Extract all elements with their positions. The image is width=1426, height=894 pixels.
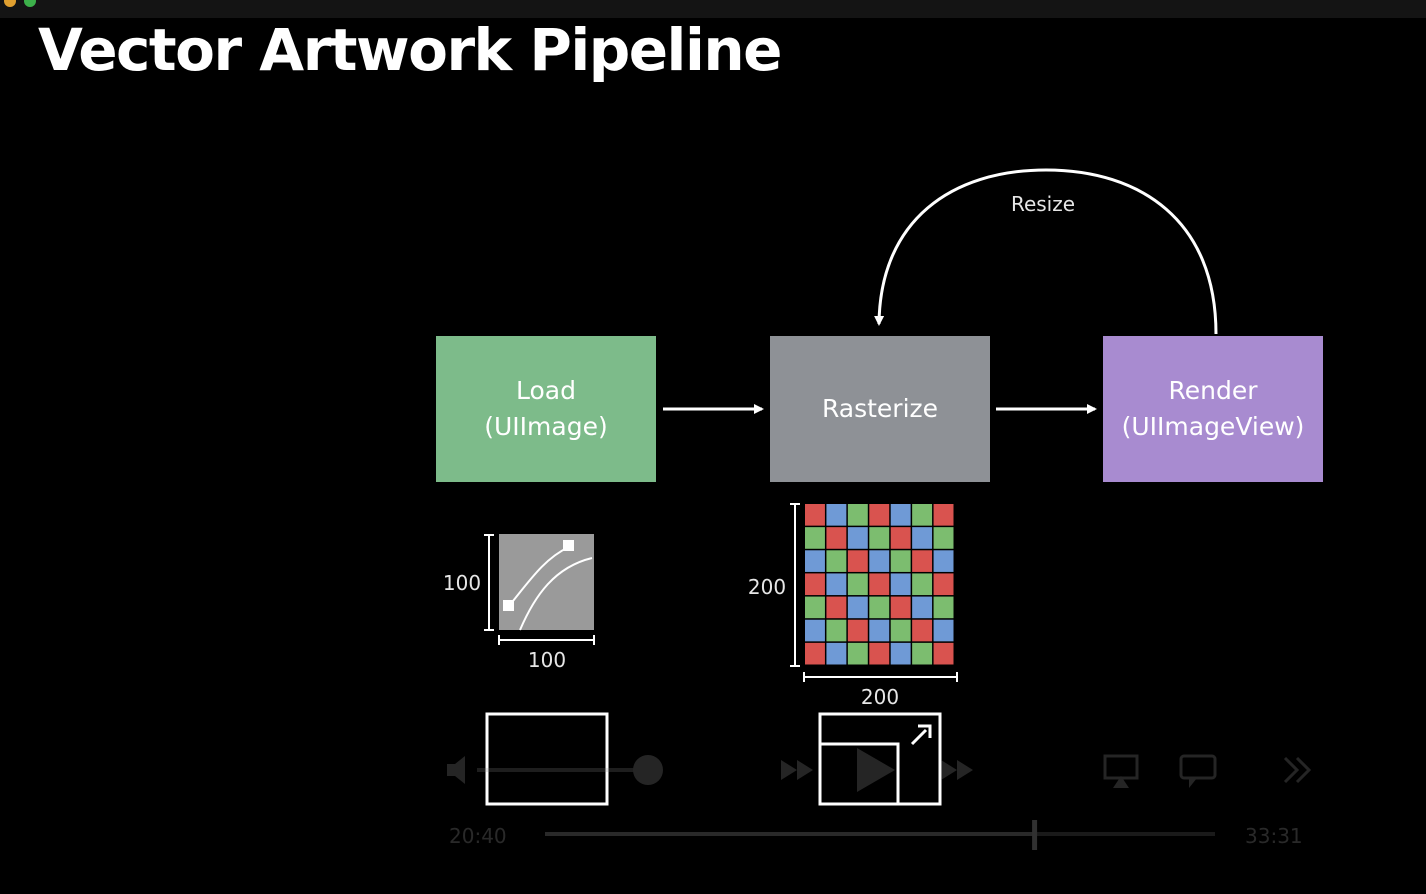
raster-pixel xyxy=(826,504,847,526)
raster-pixel xyxy=(890,527,911,549)
raster-pixel xyxy=(912,550,933,572)
raster-pixel xyxy=(847,573,868,596)
fast-forward-icon[interactable] xyxy=(941,760,973,780)
raster-pixel xyxy=(826,596,847,619)
raster-height-label: 200 xyxy=(748,575,786,599)
raster-pixel xyxy=(869,596,890,619)
vector-width-dimension xyxy=(498,635,595,645)
raster-pixel xyxy=(933,504,954,526)
load-step-label: Load xyxy=(516,376,576,405)
raster-pixel xyxy=(826,550,847,572)
vector-height-dimension xyxy=(484,534,494,631)
resized-frame-icon xyxy=(818,712,942,806)
raster-pixel xyxy=(805,619,825,642)
window-title-bar xyxy=(0,0,1426,18)
raster-pixel xyxy=(890,642,911,665)
raster-pixel xyxy=(869,573,890,596)
raster-width-dimension xyxy=(803,672,958,682)
vector-artwork-thumbnail xyxy=(499,534,594,631)
resize-loop-arrow xyxy=(874,168,1218,335)
raster-pixel xyxy=(890,573,911,596)
raster-pixel xyxy=(869,504,890,526)
raster-width-label: 200 xyxy=(861,685,899,709)
raster-pixel xyxy=(805,642,825,665)
zoom-window-button[interactable] xyxy=(24,0,36,7)
load-step-box: Load (UIImage) xyxy=(436,336,656,482)
volume-slider-knob[interactable] xyxy=(633,755,663,785)
static-frame-icon xyxy=(485,712,609,806)
raster-pixel xyxy=(826,573,847,596)
rewind-icon[interactable] xyxy=(781,760,813,780)
vector-width-label: 100 xyxy=(528,648,566,672)
remaining-time: 33:31 xyxy=(1245,824,1303,848)
raster-pixel xyxy=(805,573,825,596)
raster-pixel xyxy=(933,642,954,665)
raster-pixel xyxy=(847,550,868,572)
raster-pixel xyxy=(912,504,933,526)
scrubber-progress xyxy=(545,832,1035,836)
raster-pixel xyxy=(805,504,825,526)
raster-pixel xyxy=(912,596,933,619)
raster-pixel xyxy=(847,504,868,526)
raster-pixel xyxy=(890,504,911,526)
raster-pixel xyxy=(933,619,954,642)
raster-pixel xyxy=(805,527,825,549)
raster-pixel xyxy=(912,573,933,596)
airplay-icon[interactable] xyxy=(1103,754,1139,788)
scrubber-track[interactable] xyxy=(545,832,1215,836)
raster-pixel xyxy=(847,527,868,549)
render-step-sublabel: (UIImageView) xyxy=(1121,412,1305,441)
raster-pixel xyxy=(933,527,954,549)
raster-height-dimension xyxy=(790,503,800,667)
raster-pixel xyxy=(826,642,847,665)
raster-pixel xyxy=(890,550,911,572)
raster-pixel xyxy=(912,527,933,549)
raster-pixel xyxy=(933,550,954,572)
raster-pixel xyxy=(933,596,954,619)
raster-pixel xyxy=(805,596,825,619)
raster-pixel xyxy=(912,642,933,665)
raster-pixel xyxy=(869,642,890,665)
render-step-box: Render (UIImageView) xyxy=(1103,336,1323,482)
rasterize-step-box: Rasterize xyxy=(770,336,990,482)
raster-pixel xyxy=(933,573,954,596)
raster-pixel xyxy=(869,550,890,572)
raster-pixel xyxy=(847,642,868,665)
raster-pixel xyxy=(826,527,847,549)
fullscreen-icon[interactable] xyxy=(1283,756,1312,784)
raster-pixel xyxy=(805,550,825,572)
resize-label: Resize xyxy=(1011,192,1075,216)
render-step-label: Render xyxy=(1168,376,1258,405)
raster-pixel xyxy=(890,596,911,619)
elapsed-time: 20:40 xyxy=(449,824,507,848)
raster-pixel xyxy=(869,527,890,549)
slide-title: Vector Artwork Pipeline xyxy=(38,16,782,84)
volume-icon[interactable] xyxy=(447,756,465,784)
scrubber-playhead[interactable] xyxy=(1032,820,1038,850)
raster-pixel xyxy=(826,619,847,642)
video-player-controls[interactable]: 20:40 33:31 xyxy=(425,730,1335,860)
raster-pixel-grid xyxy=(805,504,954,665)
volume-slider-track[interactable] xyxy=(477,768,647,772)
load-step-sublabel: (UIImage) xyxy=(484,412,608,441)
minimize-window-button[interactable] xyxy=(4,0,16,7)
raster-pixel xyxy=(847,619,868,642)
raster-pixel xyxy=(912,619,933,642)
rasterize-step-label: Rasterize xyxy=(821,394,939,423)
raster-pixel xyxy=(869,619,890,642)
vector-height-label: 100 xyxy=(443,571,481,595)
raster-pixel xyxy=(890,619,911,642)
subtitles-icon[interactable] xyxy=(1179,754,1217,788)
play-icon[interactable] xyxy=(857,748,895,792)
raster-pixel xyxy=(847,596,868,619)
